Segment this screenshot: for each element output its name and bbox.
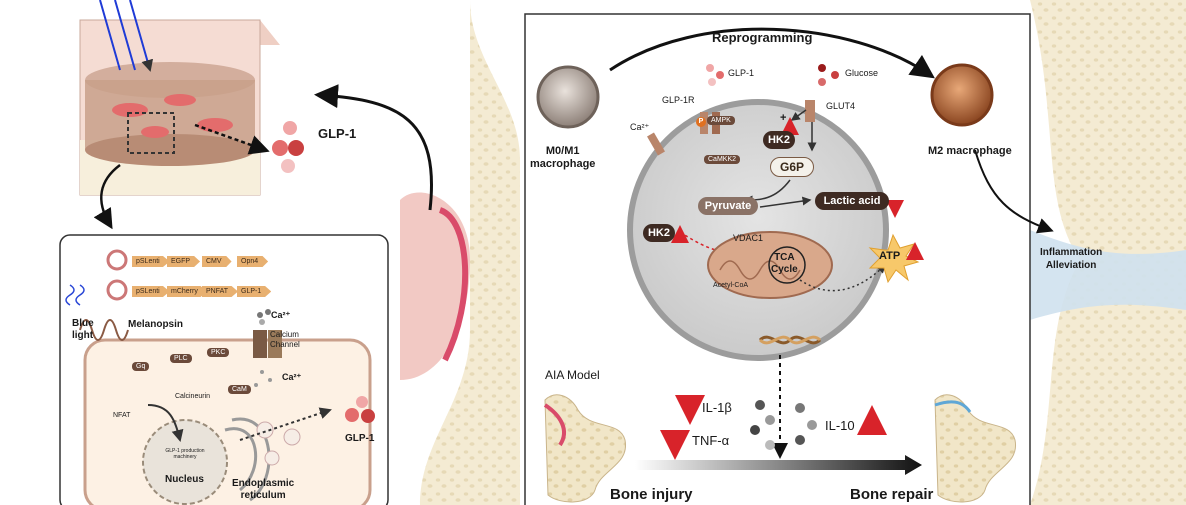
aia-model-label: AIA Model bbox=[545, 368, 600, 382]
pyruvate-pill: Pyruvate bbox=[698, 197, 758, 215]
m0m1-label: M0/M1 macrophage bbox=[530, 145, 596, 170]
plasmid2-pslenti: pSLenti bbox=[132, 286, 170, 297]
blue-light-label: Blue light bbox=[72, 318, 94, 341]
plus-sign: + bbox=[780, 112, 787, 124]
glp1-label-top: GLP-1 bbox=[318, 126, 357, 141]
glucose-label: Glucose bbox=[845, 68, 879, 78]
bone-repair-label: Bone repair bbox=[850, 486, 934, 503]
plasmid2-mcherry: mCherry bbox=[167, 286, 208, 297]
tca-cycle-label: TCA Cycle bbox=[771, 252, 798, 275]
tnfa-label: TNF-α bbox=[692, 433, 730, 448]
acetyl-coa-label: Acetyl-CoA bbox=[713, 282, 749, 289]
g6p-pill: G6P bbox=[770, 157, 814, 177]
ca-mid-label: Ca²⁺ bbox=[282, 372, 302, 382]
m2-label: M2 macrophage bbox=[928, 145, 1012, 157]
melanopsin-label: Melanopsin bbox=[128, 319, 184, 330]
nfat-label: NFAT bbox=[113, 412, 131, 419]
hk2-top-pill: HK2 bbox=[763, 131, 795, 149]
reprogramming-label: Reprogramming bbox=[712, 30, 813, 45]
camkk2-node: CaMKK2 bbox=[704, 155, 741, 164]
glut4-label: GLUT4 bbox=[826, 101, 856, 111]
phospho-p: P bbox=[696, 117, 706, 127]
machinery-label: GLP-1 production machinery bbox=[165, 448, 205, 460]
engineered-cell-panel bbox=[59, 234, 389, 505]
ampk-node: AMPK bbox=[707, 116, 735, 125]
inflammation-alleviation-label: Inflammation Alleviation bbox=[1040, 247, 1103, 271]
il10-label: IL-10 bbox=[825, 418, 855, 433]
zoom-arrow bbox=[93, 164, 121, 230]
lactic-acid-pill: Lactic acid bbox=[815, 192, 889, 210]
mechanism-panel bbox=[524, 13, 1054, 505]
calcineurin-label: Calcineurin bbox=[175, 393, 211, 400]
nucleus-label: Nucleus bbox=[165, 474, 204, 485]
plasmid1-pslenti: pSLenti bbox=[132, 256, 170, 267]
implant-skin-block bbox=[79, 0, 304, 196]
plasmid2-pnfat: PNFAT bbox=[202, 286, 239, 297]
il1b-label: IL-1β bbox=[702, 400, 732, 415]
plc-node: PLC bbox=[170, 354, 192, 363]
vdac1-label: VDAC1 bbox=[733, 233, 764, 243]
hk2-left-pill: HK2 bbox=[643, 224, 675, 242]
atp-label: ATP bbox=[879, 250, 901, 262]
background-knee-joint bbox=[400, 0, 1186, 505]
calcium-channel-label: Calcium Channel bbox=[270, 330, 300, 349]
plasmid1-opn4: Opn4 bbox=[237, 256, 269, 267]
plasmid1-cmv: CMV bbox=[202, 256, 232, 267]
er-label: Endoplasmic reticulum bbox=[232, 478, 295, 501]
pkc-node: PKC bbox=[207, 348, 230, 357]
plasmid1-egfp: EGFP bbox=[167, 256, 201, 267]
glp1-out-label: GLP-1 bbox=[345, 433, 375, 444]
plasmid2-glp1: GLP-1 bbox=[237, 286, 272, 297]
gq-node: Gq bbox=[132, 362, 150, 371]
glp1-transport-arrow bbox=[314, 84, 433, 211]
ca-top-label: Ca²⁺ bbox=[271, 310, 291, 320]
bone-injury-label: Bone injury bbox=[610, 486, 693, 503]
glp1r-label: GLP-1R bbox=[662, 95, 695, 105]
ca-right-label: Ca²⁺ bbox=[630, 122, 650, 132]
cam-node: CaM bbox=[228, 385, 251, 394]
glp1-ligand-label: GLP-1 bbox=[728, 68, 755, 78]
